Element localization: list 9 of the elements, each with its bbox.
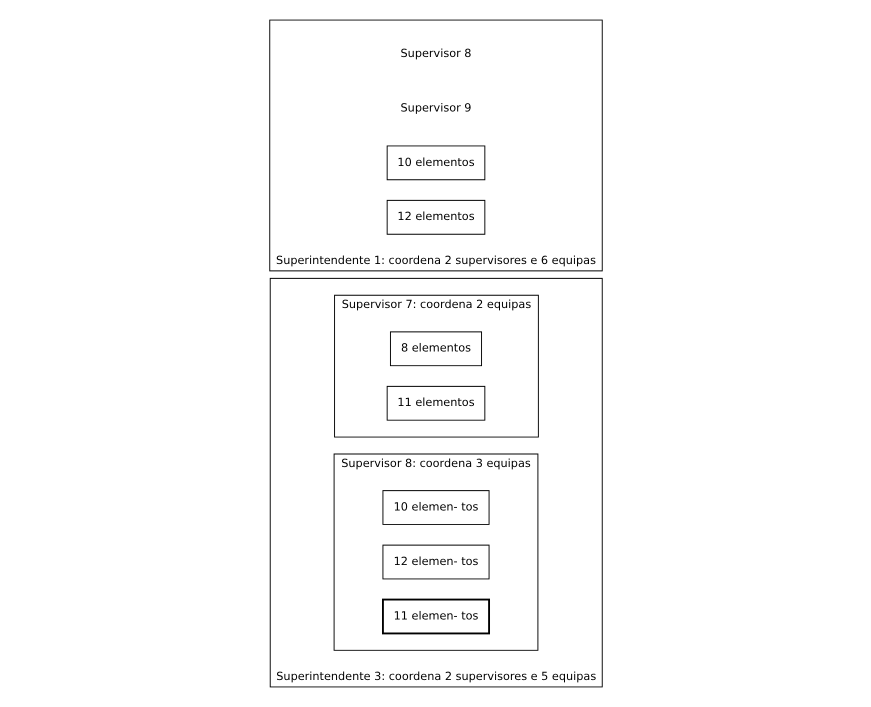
node-box: 11 elemen- tos xyxy=(382,598,490,634)
node-box: 8 elementos xyxy=(389,331,482,366)
label: Supervisor 8 xyxy=(400,46,471,60)
label: Supervisor 9 xyxy=(400,101,471,114)
node-box: 11 elementos xyxy=(386,386,485,421)
node-box: 10 elemen- tos xyxy=(382,490,490,525)
node-box: 12 elemen- tos xyxy=(382,544,490,580)
node-box: 10 elementos xyxy=(386,145,485,180)
node-box: 12 elementos xyxy=(386,200,485,235)
